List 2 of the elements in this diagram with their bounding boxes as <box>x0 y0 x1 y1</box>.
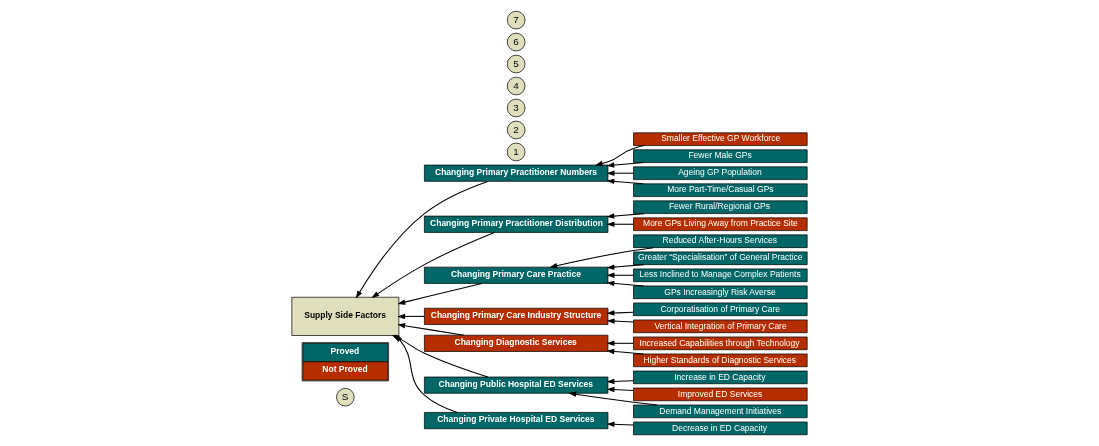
legend-label: Proved <box>330 346 360 357</box>
legend-label: Not Proved <box>322 364 368 375</box>
